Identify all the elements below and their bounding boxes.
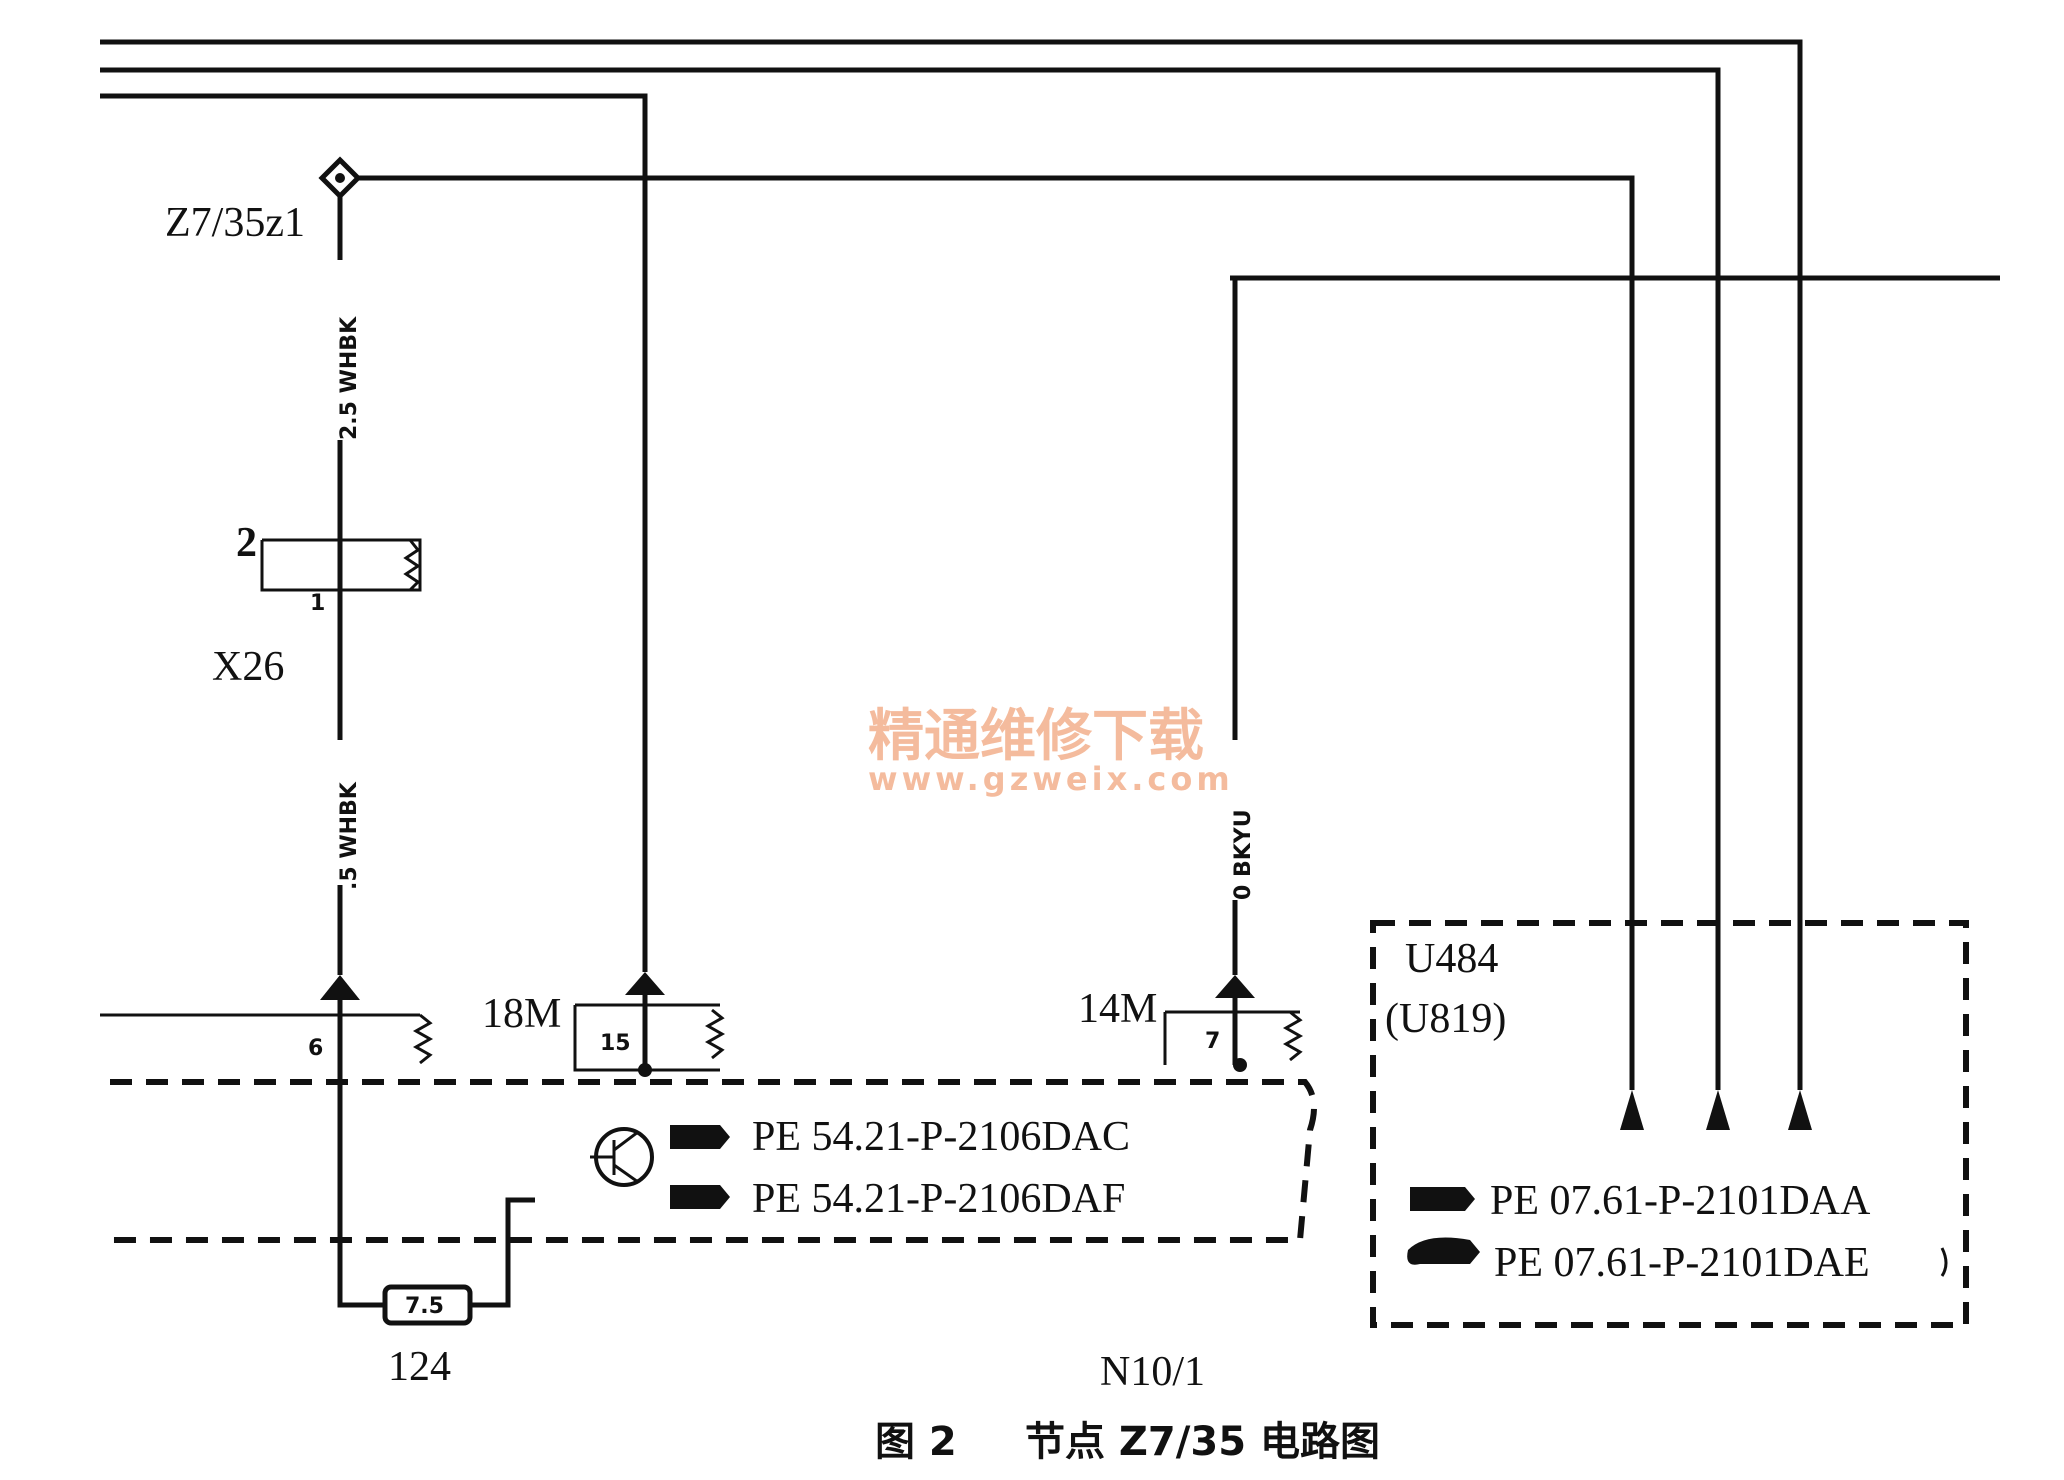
x26-pin-label: 2 (236, 520, 257, 566)
top-bus-lines (100, 39, 2000, 1090)
watermark-url: www.gzweix.com (868, 760, 1234, 798)
figure-number: 图 2 (875, 1419, 957, 1465)
splice-wire-to-u484 (340, 175, 1635, 1090)
watermark-title: 精通维修下载 (868, 704, 1204, 769)
bus-wire-18m (100, 93, 648, 972)
ref-bullet-dae-icon (1407, 1237, 1480, 1265)
transistor-icon (590, 1127, 654, 1187)
splice-label: Z7/35z1 (165, 200, 305, 246)
ref-bullet-dac-icon (670, 1125, 730, 1149)
x26-inner-label: 1 (310, 591, 325, 616)
bus-wire-1 (100, 39, 1803, 1090)
pin-left-label: 6 (308, 1036, 323, 1061)
fuse-124 (337, 1197, 535, 1326)
connector-18m (573, 972, 726, 1077)
figure-title: 节点 Z7/35 电路图 (1025, 1419, 1380, 1465)
ref-dae: PE 07.61-P-2101DAE (1494, 1240, 1870, 1286)
bus-wire-2 (100, 67, 1721, 1090)
ref-daa: PE 07.61-P-2101DAA (1490, 1178, 1871, 1224)
module-u819-label: (U819) (1385, 996, 1506, 1042)
x26-connector (260, 538, 422, 592)
pin-18m-label: 18M (482, 991, 561, 1037)
pin-7-label: 7 (1205, 1029, 1220, 1054)
connector-14m (1163, 975, 1304, 1072)
u484-module-boundary (1370, 920, 1969, 1328)
ref-daf: PE 54.21-P-2106DAF (752, 1176, 1125, 1222)
fuse-inner-label: 7.5 (405, 1294, 444, 1319)
splice-z7-node (318, 156, 362, 200)
module-n10-label: N10/1 (1100, 1349, 1205, 1395)
left-pin-block (100, 975, 434, 1090)
module-u484-label: U484 (1405, 936, 1498, 982)
wire-lower-label: .5 WHBK (337, 781, 362, 890)
wire-upper-label: 2.5 WHBK (337, 316, 362, 440)
n10-module-boundary (100, 1079, 1317, 1243)
pin-14m-label: 14M (1078, 986, 1157, 1032)
pin-15-label: 15 (600, 1031, 631, 1056)
fuse-124-label: 124 (388, 1344, 451, 1390)
x26-label: X26 (212, 644, 284, 690)
ref-bullet-daa-icon (1410, 1187, 1475, 1211)
ref-dac: PE 54.21-P-2106DAC (752, 1114, 1130, 1160)
wire-right-label: 0 BKYU (1231, 809, 1256, 900)
bullet-icons (670, 1125, 1480, 1265)
ref-bullet-daf-icon (670, 1185, 730, 1209)
